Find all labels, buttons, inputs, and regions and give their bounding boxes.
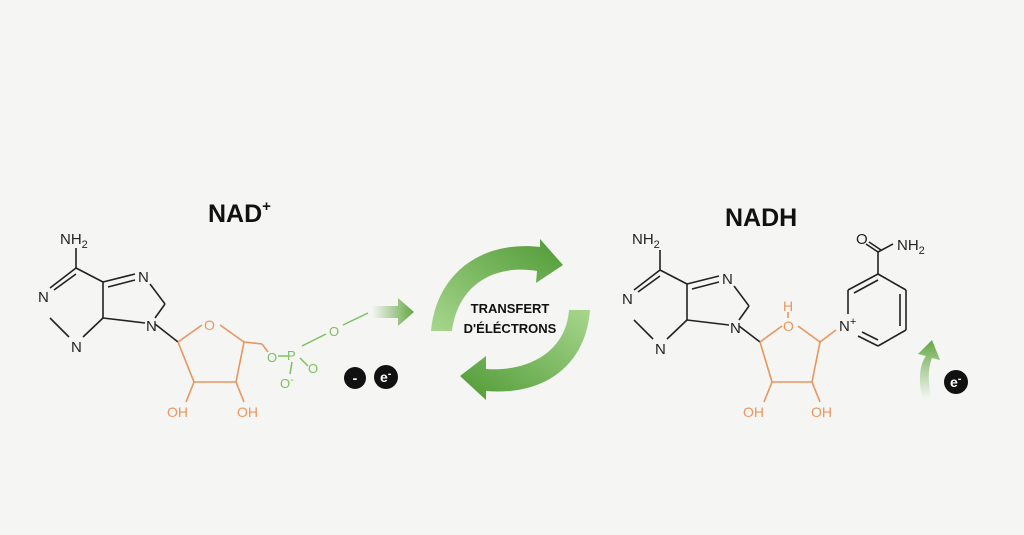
svg-text:e-: e-	[950, 373, 962, 390]
adenine-base-right	[633, 250, 761, 343]
svg-text:O-: O-	[280, 374, 294, 391]
svg-text:O: O	[308, 361, 318, 376]
svg-text:O: O	[267, 350, 277, 365]
nicotinamide-labels: N+ O NH2	[839, 231, 925, 335]
svg-text:H: H	[783, 298, 793, 314]
svg-text:O: O	[783, 318, 794, 334]
svg-text:N: N	[38, 289, 49, 306]
svg-text:NH2: NH2	[897, 237, 925, 257]
svg-text:N: N	[138, 269, 149, 286]
adenine-labels-right: NH2 N N N N	[622, 231, 741, 358]
svg-text:OH: OH	[167, 404, 188, 420]
adenine-base-left	[49, 248, 179, 343]
svg-text:N: N	[146, 318, 157, 335]
svg-text:NH2: NH2	[60, 231, 88, 251]
svg-text:N: N	[722, 271, 733, 288]
svg-text:N: N	[71, 339, 82, 356]
transfer-label-line2: D'ÉLÉCTRONS	[464, 321, 557, 336]
svg-text:OH: OH	[811, 404, 832, 420]
electron-transfer-cycle: TRANSFERT D'ÉLÉCTRONS	[431, 239, 590, 400]
nadh-title: NADH	[725, 204, 797, 232]
electron-badge-icon: e-	[944, 370, 968, 394]
nadh-molecule: NADH NH2 N N N N	[622, 204, 968, 420]
nad-plus-molecule: NAD+ NH2 N N N N	[38, 198, 414, 420]
green-arrow-icon	[918, 340, 940, 398]
nad-plus-title: NAD+	[208, 198, 271, 228]
adenine-labels-left: NH2 N N N N	[38, 231, 157, 356]
svg-text:e-: e-	[380, 368, 392, 385]
cycle-arrow-icon	[460, 310, 590, 400]
svg-text:O: O	[204, 317, 215, 333]
svg-text:OH: OH	[237, 404, 258, 420]
ribose-right	[759, 312, 837, 403]
svg-text:O: O	[329, 324, 339, 339]
cycle-arrow-icon	[431, 239, 563, 331]
ribose-left	[177, 324, 269, 403]
svg-text:NH2: NH2	[632, 231, 660, 251]
svg-text:P: P	[287, 348, 296, 363]
green-arrow-icon	[372, 298, 414, 326]
electron-badge-icon: -	[344, 367, 366, 389]
svg-text:-: -	[353, 370, 358, 386]
ribose-labels-right: H O OH OH	[743, 298, 832, 420]
svg-text:N: N	[655, 341, 666, 358]
svg-text:O: O	[856, 231, 868, 248]
phosphate-group	[278, 312, 369, 375]
svg-text:N: N	[730, 320, 741, 337]
phosphate-labels: O P O O- O	[267, 324, 339, 391]
svg-text:OH: OH	[743, 404, 764, 420]
ribose-labels-left: O OH OH	[167, 317, 258, 420]
svg-text:N: N	[622, 291, 633, 308]
electron-badge-icon: e-	[374, 365, 398, 389]
transfer-label-line1: TRANSFERT	[471, 301, 550, 316]
svg-text:N+: N+	[839, 316, 856, 335]
nicotinamide-ring	[847, 241, 907, 347]
